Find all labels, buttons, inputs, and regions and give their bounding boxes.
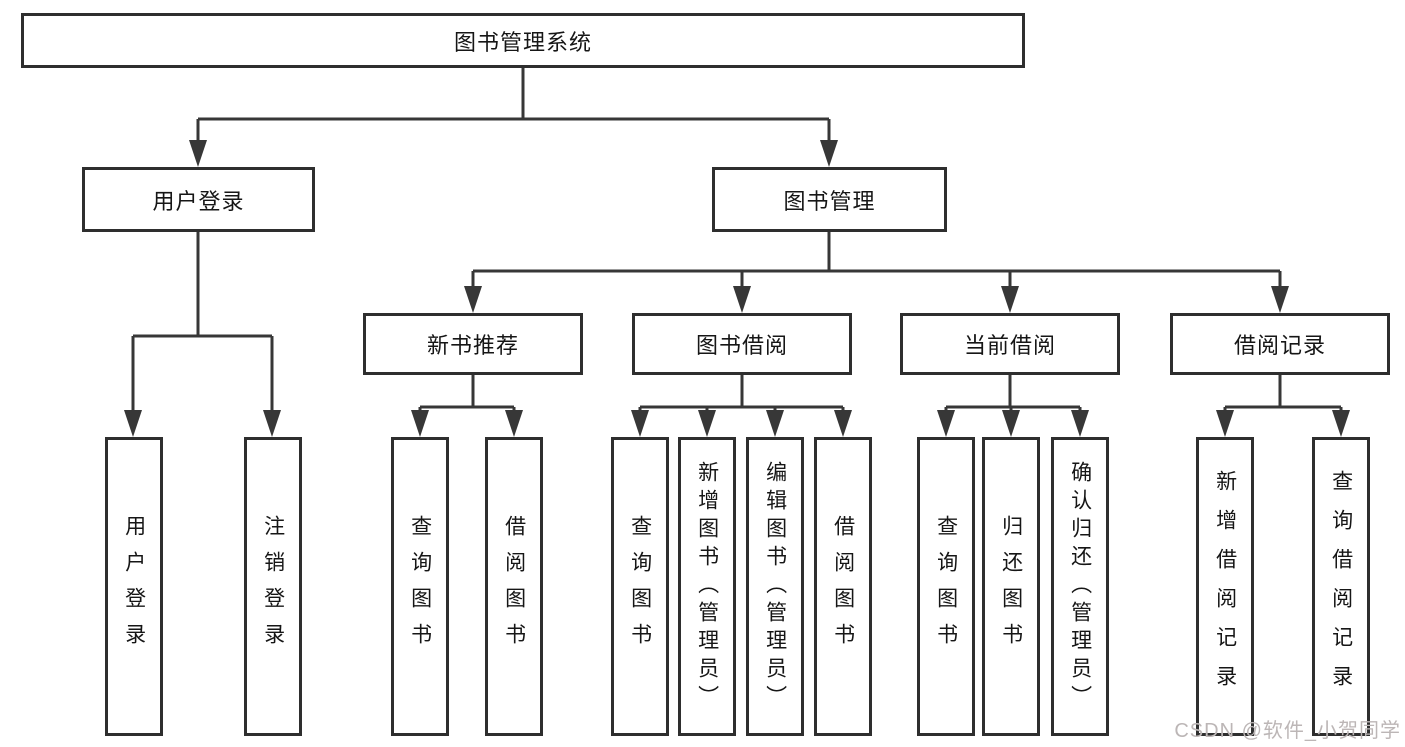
leaf-logout-login: 注销登录 bbox=[244, 437, 302, 736]
leaf-borrow-books-recommend: 借阅图书 bbox=[485, 437, 543, 736]
node-root-label: 图书管理系统 bbox=[453, 29, 592, 55]
leaf-query-books-current: 查询图书 bbox=[917, 437, 975, 736]
leaf-edit-books-admin-label: 编辑图书（管理员） bbox=[763, 460, 787, 713]
node-borrowing-records-label: 借阅记录 bbox=[1233, 333, 1326, 358]
leaf-borrow-books-borrowing: 借阅图书 bbox=[814, 437, 872, 736]
leaf-user-login-label: 用户登录 bbox=[122, 514, 146, 659]
node-new-book-recommend-label: 新书推荐 bbox=[426, 333, 519, 358]
leaf-edit-books-admin: 编辑图书（管理员） bbox=[746, 437, 804, 736]
leaf-borrow-books-recommend-label: 借阅图书 bbox=[502, 514, 526, 659]
leaf-logout-login-label: 注销登录 bbox=[261, 514, 285, 659]
leaf-borrow-books-borrowing-label: 借阅图书 bbox=[831, 514, 855, 659]
leaf-confirm-return-admin-label: 确认归还（管理员） bbox=[1068, 460, 1092, 713]
leaf-confirm-return-admin: 确认归还（管理员） bbox=[1051, 437, 1109, 736]
watermark: CSDN @软件_小贺同学 bbox=[1174, 720, 1401, 742]
leaf-query-books-recommend: 查询图书 bbox=[391, 437, 449, 736]
leaf-return-books-label: 归还图书 bbox=[999, 514, 1023, 659]
leaf-query-borrow-record: 查询借阅记录 bbox=[1312, 437, 1370, 736]
node-book-management: 图书管理 bbox=[712, 167, 947, 232]
node-user-login-label: 用户登录 bbox=[152, 188, 245, 214]
node-user-login: 用户登录 bbox=[82, 167, 315, 232]
leaf-query-borrow-record-label: 查询借阅记录 bbox=[1329, 469, 1353, 704]
leaf-query-books-current-label: 查询图书 bbox=[934, 514, 958, 659]
leaf-add-borrow-record: 新增借阅记录 bbox=[1196, 437, 1254, 736]
leaf-add-books-admin-label: 新增图书（管理员） bbox=[695, 460, 719, 713]
arrowheads bbox=[124, 140, 1350, 437]
node-new-book-recommend: 新书推荐 bbox=[363, 313, 583, 375]
leaf-return-books: 归还图书 bbox=[982, 437, 1040, 736]
leaf-query-books-borrowing: 查询图书 bbox=[611, 437, 669, 736]
leaf-query-books-borrowing-label: 查询图书 bbox=[628, 514, 652, 659]
node-book-management-label: 图书管理 bbox=[783, 188, 876, 214]
leaf-add-books-admin: 新增图书（管理员） bbox=[678, 437, 736, 736]
node-borrowing-records: 借阅记录 bbox=[1170, 313, 1390, 375]
leaf-user-login: 用户登录 bbox=[105, 437, 163, 736]
node-book-borrowing-label: 图书借阅 bbox=[695, 333, 788, 358]
node-current-borrowing: 当前借阅 bbox=[900, 313, 1120, 375]
leaf-query-books-recommend-label: 查询图书 bbox=[408, 514, 432, 659]
node-root: 图书管理系统 bbox=[21, 13, 1025, 68]
node-book-borrowing: 图书借阅 bbox=[632, 313, 852, 375]
node-current-borrowing-label: 当前借阅 bbox=[963, 333, 1056, 358]
leaf-add-borrow-record-label: 新增借阅记录 bbox=[1213, 469, 1237, 704]
